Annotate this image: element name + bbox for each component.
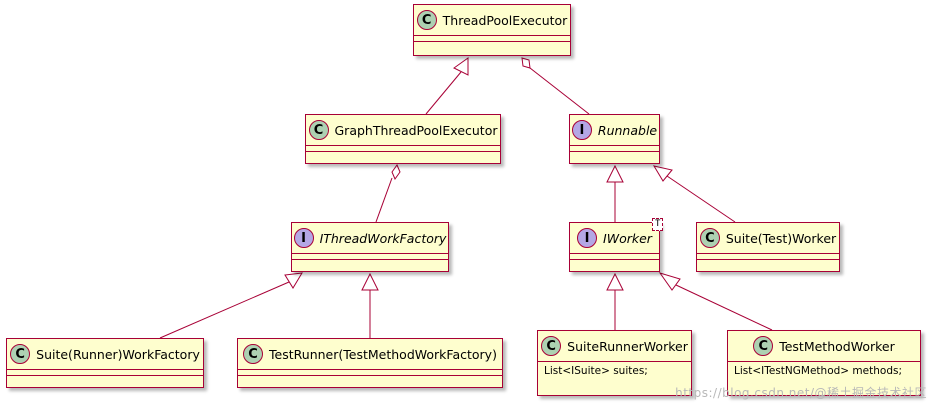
method-compartment xyxy=(570,151,659,157)
inherit-arrowhead xyxy=(652,165,673,182)
aggregation-diamond xyxy=(391,163,401,181)
method-compartment xyxy=(292,259,448,265)
interface-iworker[interactable]: I IWorker xyxy=(569,222,660,272)
edge-graphexec-to-factory xyxy=(375,177,393,223)
interface-name: IThreadWorkFactory xyxy=(319,230,447,246)
edge-graphexec-to-threadpool xyxy=(425,71,462,115)
method-compartment xyxy=(697,259,839,265)
attribute-compartment: List<ITestNGMethod> methods; xyxy=(728,361,920,380)
edge-testmethodworker-to-iworker xyxy=(675,284,773,331)
class-name: TestRunner(TestMethodWorkFactory) xyxy=(269,346,497,362)
edge-suitetest-to-runnable xyxy=(666,175,736,223)
attribute-compartment xyxy=(570,145,659,151)
class-suite-runner-work-factory[interactable]: C Suite(Runner)WorkFactory xyxy=(6,338,204,388)
class-name: ThreadPoolExecutor xyxy=(442,12,568,28)
edge-suiterunnerfactory-to-factory xyxy=(159,281,290,339)
interface-icon: I xyxy=(293,228,314,248)
method-compartment xyxy=(238,375,502,381)
class-icon: C xyxy=(753,336,774,356)
edge-threadpool-to-runnable xyxy=(529,67,590,115)
class-suite-runner-worker[interactable]: C SuiteRunnerWorker List<ISuite> suites; xyxy=(537,330,692,396)
template-parameter: T xyxy=(652,218,664,231)
class-name: GraphThreadPoolExecutor xyxy=(334,122,498,138)
class-icon: C xyxy=(541,336,562,356)
attribute-compartment xyxy=(414,35,570,41)
class-name: Suite(Runner)WorkFactory xyxy=(36,346,200,362)
class-suite-test-worker[interactable]: C Suite(Test)Worker xyxy=(696,222,840,272)
interface-ithread-work-factory[interactable]: I IThreadWorkFactory xyxy=(291,222,449,272)
class-icon: C xyxy=(243,344,264,364)
class-name: Suite(Test)Worker xyxy=(725,230,837,246)
class-name: SuiteRunnerWorker xyxy=(567,338,688,354)
aggregation-diamond xyxy=(521,57,531,69)
class-icon: C xyxy=(10,344,31,364)
interface-icon: I xyxy=(577,228,598,248)
attribute-field: List<ITestNGMethod> methods; xyxy=(734,365,902,377)
inherit-arrowhead xyxy=(606,164,624,183)
attribute-compartment xyxy=(238,369,502,375)
class-icon: C xyxy=(308,120,329,140)
inherit-arrowhead xyxy=(361,272,379,291)
interface-name: Runnable xyxy=(597,122,658,138)
class-name: TestMethodWorker xyxy=(779,338,895,354)
attribute-compartment xyxy=(292,253,448,259)
class-test-runner-factory[interactable]: C TestRunner(TestMethodWorkFactory) xyxy=(237,338,503,388)
inherit-arrowhead xyxy=(658,272,681,291)
class-thread-pool-executor[interactable]: C ThreadPoolExecutor xyxy=(413,4,571,56)
attribute-field: List<ISuite> suites; xyxy=(544,365,648,377)
attribute-compartment xyxy=(570,253,659,259)
class-test-method-worker[interactable]: C TestMethodWorker List<ITestNGMethod> m… xyxy=(727,330,921,396)
method-compartment xyxy=(306,151,500,157)
method-compartment xyxy=(7,375,203,381)
class-icon: C xyxy=(699,228,720,248)
inherit-arrowhead xyxy=(453,57,469,76)
interface-runnable[interactable]: I Runnable xyxy=(569,114,660,164)
attribute-compartment xyxy=(306,145,500,151)
class-icon: C xyxy=(416,10,437,30)
interface-name: IWorker xyxy=(603,230,652,246)
attribute-compartment xyxy=(697,253,839,259)
method-compartment xyxy=(570,259,659,265)
attribute-compartment xyxy=(7,369,203,375)
interface-icon: I xyxy=(571,120,592,140)
watermark: https://blog.csdn.net/@稀土掘金技术社区 xyxy=(675,386,927,400)
method-compartment xyxy=(414,41,570,47)
inherit-arrowhead xyxy=(284,272,303,289)
attribute-compartment: List<ISuite> suites; xyxy=(538,361,691,380)
inherit-arrowhead xyxy=(606,272,624,291)
class-graph-thread-pool-executor[interactable]: C GraphThreadPoolExecutor xyxy=(305,114,501,164)
